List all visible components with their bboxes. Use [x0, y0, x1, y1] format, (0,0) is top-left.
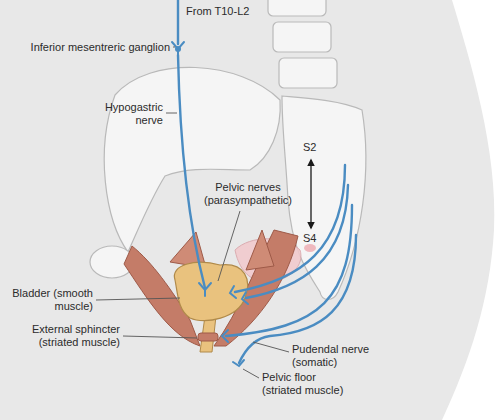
spinal-nerve	[177, 0, 179, 44]
part-label: Inferior mesentreric ganglion	[31, 41, 170, 54]
range-arrow	[310, 160, 311, 228]
leader-line	[166, 113, 177, 114]
part-label: From T10-L2	[186, 5, 249, 18]
vertebra	[273, 22, 331, 52]
ganglion-synapse	[172, 42, 184, 55]
leader-line	[173, 47, 175, 48]
synapse-symbol	[199, 283, 211, 296]
pelvic-floor-muscle	[246, 230, 274, 270]
ganglion-dot	[175, 46, 181, 52]
leader-line	[253, 342, 289, 352]
leader-line	[123, 336, 197, 338]
part-label: Hypogastric nerve	[101, 101, 163, 127]
part-label: S4	[303, 232, 316, 245]
synapse-symbol	[242, 292, 248, 304]
part-label: External sphincter (striated muscle)	[28, 323, 120, 349]
part-label: Bladder (smooth muscle)	[8, 287, 93, 313]
vertebra	[268, 0, 326, 16]
leader-line	[218, 211, 240, 281]
pudendal-nerve	[226, 205, 352, 336]
part-label: S2	[303, 141, 316, 154]
part-label: Pelvic floor (striated muscle)	[262, 371, 347, 397]
vertebra	[279, 58, 337, 88]
synapse-symbol	[233, 360, 244, 366]
hypogastric-nerve	[178, 55, 205, 288]
leader-line	[96, 298, 180, 300]
synapse-symbol	[222, 330, 228, 342]
part-label: Pelvic nerves (parasympathetic)	[202, 181, 294, 207]
external-sphincter	[198, 333, 218, 341]
leader-line	[243, 369, 259, 378]
synapse-symbol	[230, 286, 236, 298]
ovary	[304, 244, 316, 252]
part-label: Pudendal nerve (somatic)	[292, 343, 373, 369]
